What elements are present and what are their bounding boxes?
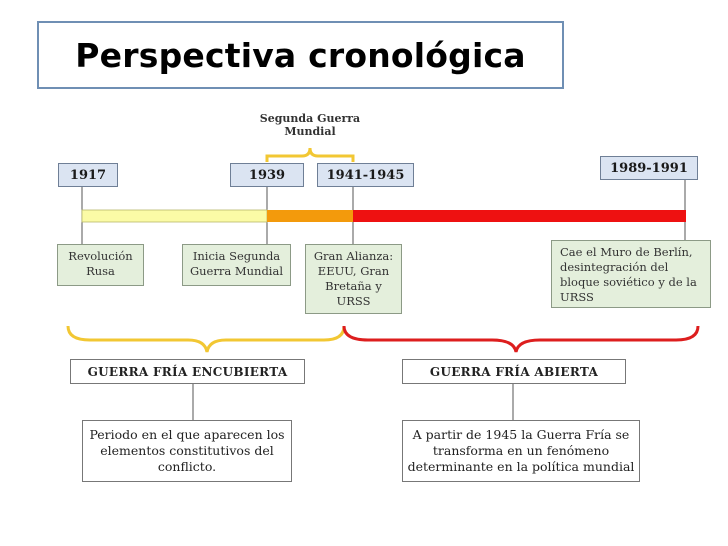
open-description: A partir de 1945 la Guerra Fría se trans…: [402, 420, 640, 482]
phase-guerra-fria-abierta: GUERRA FRÍA ABIERTA: [402, 359, 626, 384]
page-title: Perspectiva cronológica: [75, 35, 526, 75]
year-1939: 1939: [230, 163, 304, 187]
title-box: Perspectiva cronológica: [37, 21, 564, 89]
phase-guerra-fria-encubierta: GUERRA FRÍA ENCUBIERTA: [70, 359, 305, 384]
event-revolucion-rusa: Revolución Rusa: [57, 244, 144, 286]
timeline-segment-1945-1991: [353, 210, 686, 222]
timeline-segment-1917-1939: [81, 209, 268, 223]
timeline-segment-1939-1945: [267, 210, 353, 222]
event-caida-muro: Cae el Muro de Berlín, desintegración de…: [551, 240, 711, 308]
year-1989-1991: 1989-1991: [600, 156, 698, 180]
event-inicia-segunda-guerra: Inicia Segunda Guerra Mundial: [182, 244, 291, 286]
covert-description: Periodo en el que aparecen los elementos…: [82, 420, 292, 482]
covert-brace: [66, 325, 346, 353]
event-gran-alianza: Gran Alianza: EEUU, Gran Bretaña y URSS: [305, 244, 402, 314]
ww2-bracket: [265, 147, 355, 162]
open-brace: [342, 325, 700, 353]
ww2-label: Segunda Guerra Mundial: [259, 112, 361, 138]
year-1917: 1917: [58, 163, 118, 187]
year-1941-1945: 1941-1945: [317, 163, 414, 187]
